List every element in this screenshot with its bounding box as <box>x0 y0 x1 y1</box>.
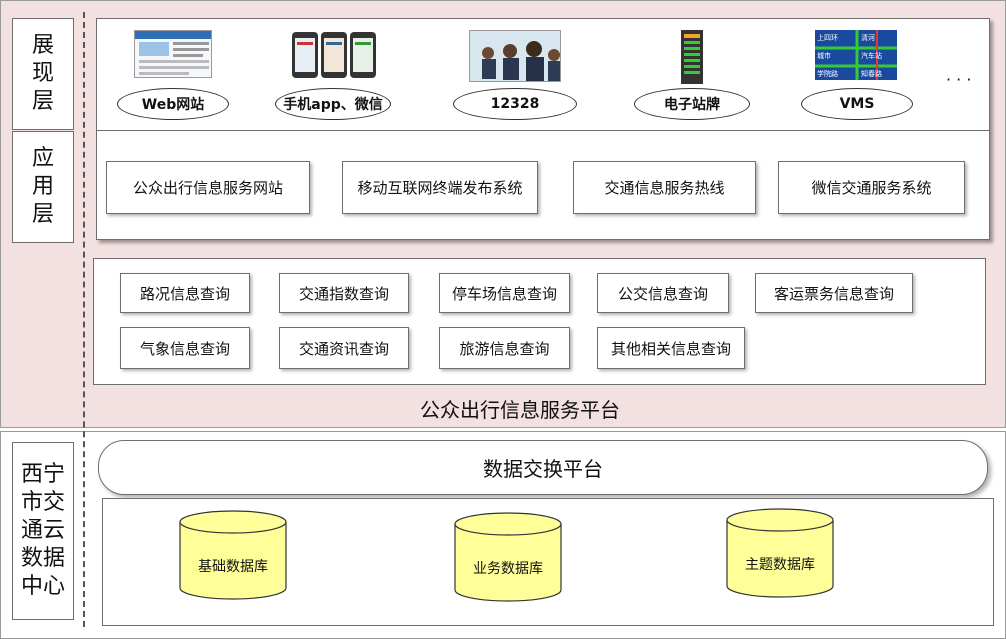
app-system-hotline: 交通信息服务热线 <box>573 161 756 214</box>
presentation-layer-label: 展现层 <box>12 18 74 130</box>
layer-divider-line <box>96 130 990 131</box>
query-traffic-condition: 路况信息查询 <box>120 273 250 313</box>
database-cylinder-theme <box>726 508 834 598</box>
channel-oval-web: Web网站 <box>117 88 229 120</box>
dashdot-divider <box>83 12 85 627</box>
application-layer-label: 应用层 <box>12 131 74 243</box>
channel-oval-e-stop: 电子站牌 <box>634 88 750 120</box>
data-exchange-platform: 数据交换平台 <box>98 440 988 495</box>
channel-oval-vms: VMS <box>801 88 913 120</box>
query-parking: 停车场信息查询 <box>439 273 570 313</box>
app-system-wechat: 微信交通服务系统 <box>778 161 965 214</box>
query-traffic-news: 交通资讯查询 <box>279 327 409 369</box>
mobile-phones-icon <box>290 30 378 80</box>
app-system-mobile: 移动互联网终端发布系统 <box>342 161 538 214</box>
svg-text:知春路: 知春路 <box>861 69 882 78</box>
query-weather: 气象信息查询 <box>120 327 250 369</box>
query-tourism: 旅游信息查询 <box>439 327 570 369</box>
app-system-website: 公众出行信息服务网站 <box>106 161 310 214</box>
query-other: 其他相关信息查询 <box>597 327 745 369</box>
channel-oval-12328: 12328 <box>453 88 577 120</box>
database-label-business: 业务数据库 <box>473 561 543 577</box>
database-label-basic: 基础数据库 <box>198 559 268 575</box>
query-bus: 公交信息查询 <box>597 273 729 313</box>
platform-title: 公众出行信息服务平台 <box>420 398 620 422</box>
query-traffic-index: 交通指数查询 <box>279 273 409 313</box>
electronic-stop-sign-icon <box>680 30 704 84</box>
cloud-center-label: 西宁市交通云数据中心 <box>12 442 74 620</box>
svg-text:汽车站: 汽车站 <box>861 51 882 60</box>
database-cylinder-business <box>454 512 562 602</box>
svg-text:清河: 清河 <box>861 33 875 42</box>
database-cylinder-basic <box>179 510 287 600</box>
svg-text:上四环: 上四环 <box>817 33 838 42</box>
call-center-photo-icon <box>469 30 561 82</box>
svg-text:城市: 城市 <box>817 51 831 60</box>
vms-sign-icon: 上四环 清河 城市 汽车站 学院路 知春路 <box>815 30 897 80</box>
more-ellipsis: · · · <box>946 70 972 89</box>
channel-oval-mobile: 手机app、微信 <box>275 88 391 120</box>
svg-text:学院路: 学院路 <box>817 69 838 78</box>
query-ticketing: 客运票务信息查询 <box>755 273 913 313</box>
website-screenshot-icon <box>134 30 212 78</box>
database-label-theme: 主题数据库 <box>745 557 815 573</box>
